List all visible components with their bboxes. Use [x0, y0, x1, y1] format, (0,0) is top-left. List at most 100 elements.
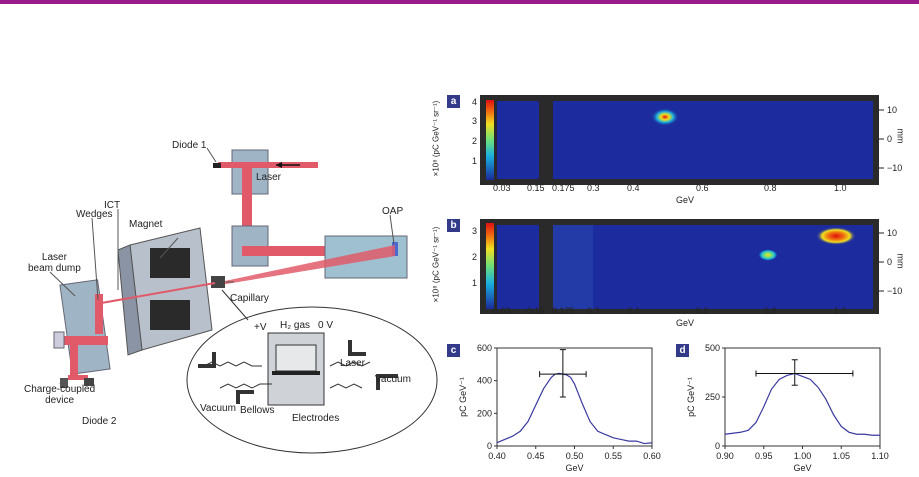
x-tick-label: 0.40 [488, 451, 506, 461]
panel-b-cbar-tick-2: 2 [472, 252, 478, 262]
x-axis-label: GeV [793, 463, 811, 473]
panel-a-cbar-tick-3: 2 [472, 136, 478, 146]
diode2-icon [84, 378, 94, 386]
panel-b-rlabel: mm [895, 253, 906, 269]
panel-b-xtick-8: 1.0 [834, 306, 847, 316]
y-axis-label: pC GeV⁻¹ [458, 377, 468, 417]
panel-b-xlabel: GeV [676, 318, 695, 328]
panel-a-xlabel: GeV [676, 195, 695, 205]
panel-a-beam-spot [651, 108, 679, 126]
x-tick-label: 0.90 [716, 451, 734, 461]
y-tick-label: 400 [477, 376, 492, 386]
inset-bellows-label: Bellows [240, 405, 275, 416]
ict-label: ICT [104, 200, 121, 211]
setup-schematic [49, 147, 438, 454]
y-tick-label: 0 [487, 441, 492, 451]
panel-a-xtick-1: 0.03 [493, 183, 511, 193]
x-tick-label: 0.60 [643, 451, 661, 461]
capillary-label: Capillary [230, 293, 269, 304]
panel-b-xtick-7: 0.8 [764, 306, 777, 316]
panel-a-colorbar [486, 100, 494, 180]
panel-a-rlabel: mm [895, 128, 906, 144]
panel-a-xtick-8: 1.0 [834, 183, 847, 193]
panel-a-rtick-1: 10 [887, 105, 898, 115]
panel-a-cbar-tick-1: 4 [472, 97, 478, 107]
magnet-icon [117, 227, 213, 356]
panel-a-xtick-5: 0.4 [627, 183, 640, 193]
plot-frame [496, 347, 653, 447]
panel-b-xtick-6: 0.6 [696, 306, 709, 316]
inset-zero-v-label: 0 V [318, 320, 334, 331]
y-tick-label: 0 [715, 441, 720, 451]
panel-a-rtick-2: 0 [887, 134, 893, 144]
panel-b-seg1 [497, 225, 539, 309]
beam-dump-assembly [53, 279, 111, 388]
panel-a-xtick-6: 0.6 [696, 183, 709, 193]
laser-beam-dump-label: Laser beam dump [28, 252, 81, 274]
laser-beam-top [218, 162, 318, 168]
panel-b-tag: b [447, 219, 460, 232]
panel-b-xtick-3: 0.175 [552, 306, 575, 316]
panel-a-rtick-3: −10 [887, 163, 903, 173]
x-tick-label: 0.95 [755, 451, 773, 461]
y-tick-label: 500 [705, 343, 720, 353]
panel-b-beam-spot-2 [816, 227, 856, 245]
inset-electrodes-label: Electrodes [292, 413, 340, 424]
panel-b-xtick-2: 0.15 [527, 306, 545, 316]
panel-c-tag: c [447, 344, 460, 357]
laser-label: Laser [256, 172, 282, 183]
capillary-icon [211, 276, 225, 288]
inset-plus-v-label: +V [254, 322, 267, 333]
panel-a-xtick-4: 0.3 [587, 183, 600, 193]
x-tick-label: 1.10 [871, 451, 889, 461]
x-tick-label: 0.55 [604, 451, 622, 461]
plot-frame [724, 347, 881, 447]
panel-b-rtick-2: 0 [887, 257, 893, 267]
panel-b-rtick-1: 10 [887, 228, 898, 238]
y-axis-label: pC GeV⁻¹ [686, 377, 696, 417]
x-tick-label: 1.05 [832, 451, 850, 461]
panel-b-ylabel: ×10⁸ (pC GeV⁻¹ sr⁻¹) [431, 226, 441, 303]
x-axis-label: GeV [565, 463, 583, 473]
y-tick-label: 250 [705, 392, 720, 402]
panel-a-ylabel: ×10⁸ (pC GeV⁻¹ sr⁻¹) [431, 100, 441, 177]
panel-a-cbar-tick-4: 1 [472, 156, 478, 166]
panel-a-seg1 [497, 101, 539, 179]
header-accent-bar [0, 0, 919, 4]
panel-a-seg2 [553, 101, 873, 179]
panel-b-cbar-tick-3: 1 [472, 278, 478, 288]
panel-a-xtick-7: 0.8 [764, 183, 777, 193]
panel-b-xtick-1: 0.03 [493, 306, 511, 316]
oap-label: OAP [382, 206, 404, 217]
diode1-icon [213, 163, 221, 168]
diode1-label: Diode 1 [172, 140, 207, 151]
panel-a-cbar-tick-2: 3 [472, 116, 478, 126]
capillary-inset-icon [198, 332, 398, 406]
magnet-label: Magnet [129, 219, 163, 230]
series-line [724, 372, 880, 436]
panel-b-beam-spot-1 [758, 249, 778, 261]
panel-b-xtick-4: 0.3 [587, 306, 600, 316]
diode2-label: Diode 2 [82, 416, 117, 427]
inset-laser-label: Laser [340, 358, 366, 369]
wedges-label: Wedges [76, 209, 113, 220]
series-line [496, 372, 653, 445]
panel-b-colorbar [486, 223, 494, 309]
x-tick-label: 1.00 [794, 451, 812, 461]
panel-a-xtick-2: 0.15 [527, 183, 545, 193]
y-tick-label: 600 [477, 343, 492, 353]
y-tick-label: 200 [477, 408, 492, 418]
panel-a-xtick-3: 0.175 [552, 183, 575, 193]
x-tick-label: 0.50 [566, 451, 584, 461]
panel-b-cbar-tick-1: 3 [472, 226, 478, 236]
ccd-label: Charge-coupled device [24, 384, 96, 406]
panel-d-tag: d [676, 344, 689, 357]
panel-b-xtick-5: 0.4 [627, 306, 640, 316]
x-tick-label: 0.45 [527, 451, 545, 461]
panel-a-tag: a [447, 95, 460, 108]
inset-vacuum-right-label: Vacuum [375, 374, 411, 385]
inset-vacuum-left-label: Vacuum [200, 403, 236, 414]
